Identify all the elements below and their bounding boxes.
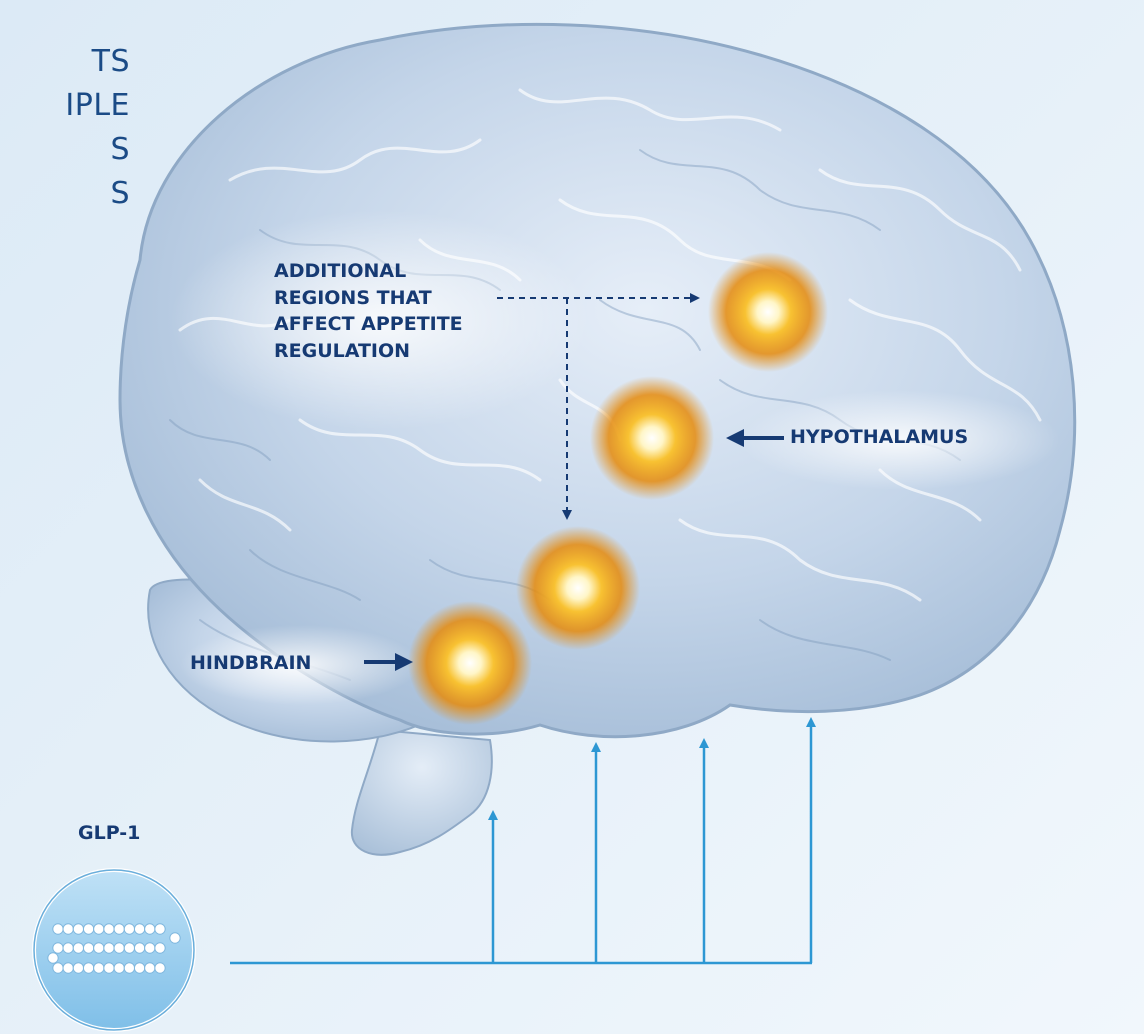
glp1-molecule-icon [34, 870, 194, 1030]
glp1-bead [104, 943, 114, 953]
glp1-bead [94, 943, 104, 953]
glp1-bead [134, 943, 144, 953]
glp1-bead [48, 953, 58, 963]
glp1-bead [124, 963, 134, 973]
hindbrain-label: HINDBRAIN [190, 652, 311, 674]
headline-line-2: IPLE [0, 84, 130, 128]
midbrain-glow-icon [516, 526, 640, 650]
glp1-bead [134, 924, 144, 934]
glp1-bead [145, 943, 155, 953]
headline-text: TS IPLE S S [0, 40, 130, 216]
glp1-bead [94, 924, 104, 934]
glp1-bead [114, 924, 124, 934]
glp1-bead [114, 963, 124, 973]
additional-region-glow-icon [708, 252, 828, 372]
glp1-signal-lines [230, 722, 812, 963]
glp1-bead [83, 963, 93, 973]
glp1-bead [73, 943, 83, 953]
glp1-bead [63, 963, 73, 973]
glp1-bead [170, 933, 180, 943]
glp1-bead [53, 963, 63, 973]
headline-line-1: TS [0, 40, 130, 84]
glp1-bead [104, 924, 114, 934]
glp1-bead [145, 924, 155, 934]
glp1-bead [73, 924, 83, 934]
hypothalamus-glow-icon [590, 376, 714, 500]
headline-line-3: S [0, 128, 130, 172]
glp1-bead [155, 943, 165, 953]
additional-line-3: AFFECT APPETITE [274, 311, 534, 338]
additional-line-2: REGIONS THAT [274, 285, 534, 312]
hindbrain-glow-icon [408, 601, 532, 725]
headline-line-4: S [0, 172, 130, 216]
glp1-bead [63, 924, 73, 934]
additional-line-4: REGULATION [274, 338, 534, 365]
glp1-bead [83, 943, 93, 953]
glp1-bead [63, 943, 73, 953]
glp1-bead [124, 924, 134, 934]
glp1-label: GLP-1 [78, 822, 140, 844]
glp1-bead [134, 963, 144, 973]
glp1-bead [53, 924, 63, 934]
hypothalamus-label: HYPOTHALAMUS [790, 426, 968, 448]
brainstem-shape [352, 730, 492, 855]
glp1-bead [145, 963, 155, 973]
glp1-bead [155, 963, 165, 973]
glp1-bead [94, 963, 104, 973]
glp1-bead [53, 943, 63, 953]
additional-line-1: ADDITIONAL [274, 258, 534, 285]
additional-regions-label: ADDITIONAL REGIONS THAT AFFECT APPETITE … [274, 258, 534, 364]
glp1-bead [124, 943, 134, 953]
glp1-bead [83, 924, 93, 934]
glp1-bead [155, 924, 165, 934]
glp1-bead [114, 943, 124, 953]
glp1-bead [73, 963, 83, 973]
glp1-bead [104, 963, 114, 973]
